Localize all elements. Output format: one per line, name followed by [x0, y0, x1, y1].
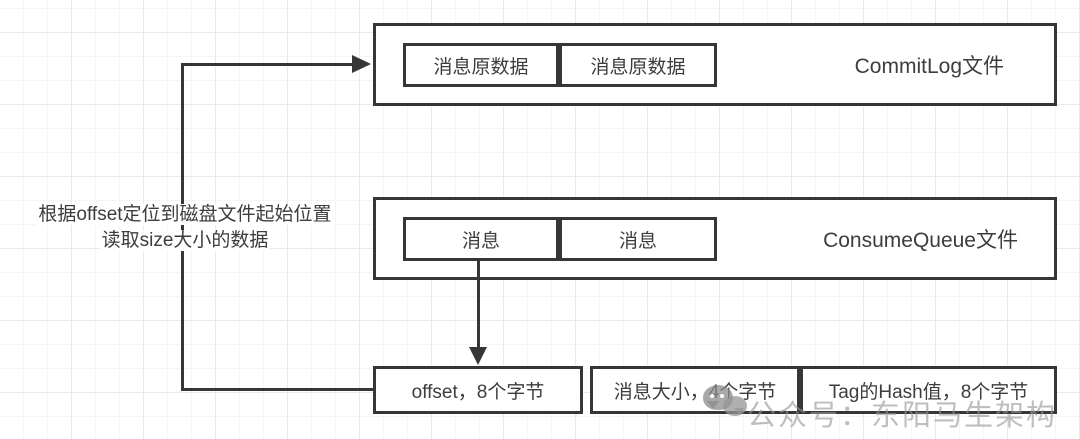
arrow-segment [182, 388, 373, 391]
arrow-segment [182, 63, 354, 66]
annotation-offset-lookup: 根据offset定位到磁盘文件起始位置 读取size大小的数据 [12, 202, 358, 254]
commitlog-cell-label: 消息原数据 [433, 56, 529, 78]
index-record-cell-label: offset，8个字节 [411, 381, 545, 403]
annotation-line: 根据offset定位到磁盘文件起始位置 [36, 204, 334, 225]
arrow-segment [181, 63, 184, 391]
arrowhead-right-icon [352, 55, 371, 73]
arrowhead-down-icon [469, 347, 487, 365]
consumequeue-label: ConsumeQueue文件 [823, 228, 1018, 252]
commitlog-cell: 消息原数据 [403, 43, 559, 87]
index-record-cell-offset: offset，8个字节 [373, 366, 583, 414]
index-record-cell-label: 消息大小，4个字节 [613, 381, 777, 403]
index-record-cell-label: Tag的Hash值，8个字节 [828, 381, 1029, 403]
consumequeue-cell: 消息 [559, 217, 717, 261]
consumequeue-cell-label: 消息 [461, 230, 500, 252]
commitlog-label: CommitLog文件 [854, 54, 1004, 78]
annotation-line: 读取size大小的数据 [99, 230, 271, 251]
arrow-segment [477, 260, 480, 350]
index-record-cell-taghash: Tag的Hash值，8个字节 [800, 366, 1057, 414]
consumequeue-cell-label: 消息 [618, 230, 657, 252]
index-record-cell-size: 消息大小，4个字节 [590, 366, 800, 414]
commitlog-cell-label: 消息原数据 [590, 56, 686, 78]
commitlog-cell: 消息原数据 [559, 43, 717, 87]
consumequeue-cell: 消息 [403, 217, 559, 261]
